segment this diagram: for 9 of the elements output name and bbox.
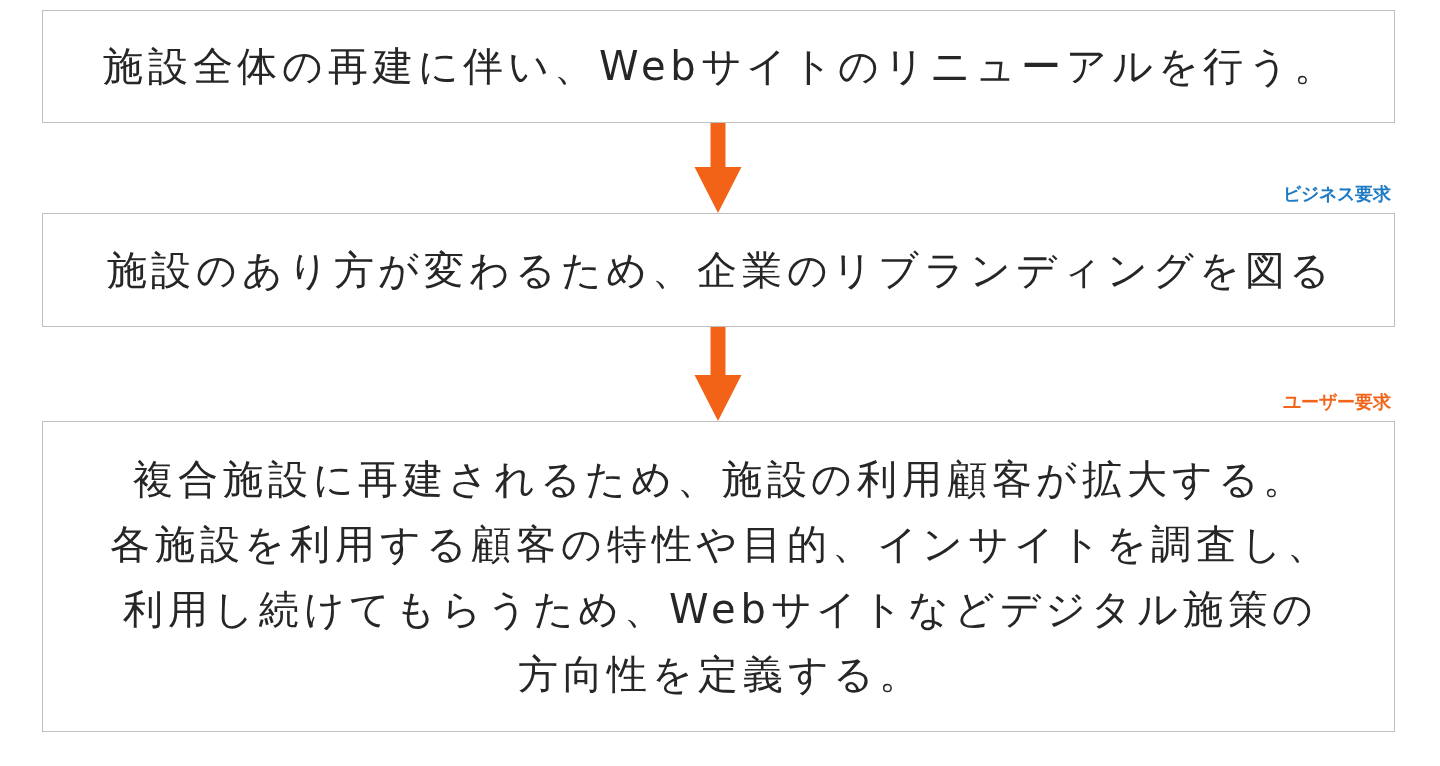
down-arrow (694, 327, 742, 421)
requirement-label: ユーザー要求 (1283, 391, 1391, 413)
statement-box (42, 10, 1395, 123)
requirement-label: ビジネス要求 (1283, 183, 1391, 205)
down-arrow (694, 123, 742, 213)
statement-text: 施設全体の再建に伴い、Webサイトのリニューアルを行う。 (102, 42, 1339, 91)
statement-text: 各施設を利用する顧客の特性や目的、インサイトを調査し、利用し続けてもらうため、Webサイトなどデジタル施策の方向性を定義する。 (109, 519, 1333, 699)
statement-text: 施設のあり方が変わるため、企業のリブランディングを図る (105, 245, 1336, 295)
statement-text: 複合施設に再建されるため、施設の利用顧客が拡大する。 (132, 454, 1309, 504)
